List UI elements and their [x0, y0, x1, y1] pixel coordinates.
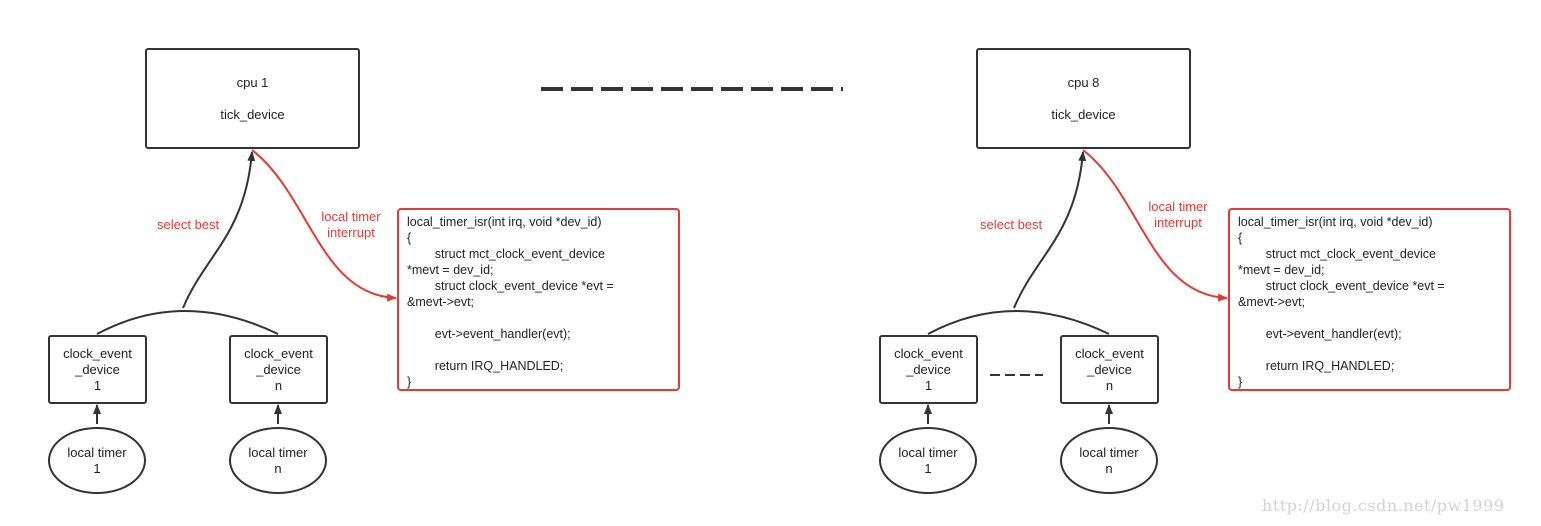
- local-timer-1-node: local timer 1: [879, 427, 977, 494]
- interrupt-label-line1: local timer: [321, 209, 381, 224]
- device-label-line1: clock_event: [1075, 345, 1144, 361]
- timer-label-line1: local timer: [67, 444, 127, 460]
- cpu-label: cpu 1: [236, 74, 269, 90]
- local-timer-1-node: local timer 1: [48, 427, 146, 494]
- select-best-arrow-right: [1013, 151, 1087, 309]
- interrupt-label-line2: interrupt: [327, 225, 375, 240]
- local-timer-n-node: local timer n: [229, 427, 327, 494]
- timer-label-line1: local timer: [898, 444, 958, 460]
- clock-event-device-1-node: clock_event _device 1: [48, 335, 147, 404]
- tick-device-label: tick_device: [1051, 106, 1116, 122]
- device-label-line2: _device: [75, 361, 120, 377]
- timer-label-line1: local timer: [1079, 444, 1139, 460]
- local-timer-isr-code-box: local_timer_isr(int irq, void *dev_id) {…: [397, 208, 680, 391]
- device-label-line3: n: [274, 377, 283, 393]
- timer-label-line2: 1: [924, 460, 932, 476]
- select-best-label: select best: [980, 217, 1043, 232]
- timer-label-line2: 1: [93, 460, 101, 476]
- select-best-arrow-left: [182, 151, 256, 309]
- merge-arc-right: [927, 310, 1110, 335]
- device-label-line2: _device: [906, 361, 951, 377]
- cpu-label: cpu 8: [1067, 74, 1100, 90]
- cpu8-tick-device-node: cpu 8 tick_device: [976, 48, 1191, 149]
- timer-label-line2: n: [1105, 460, 1113, 476]
- local-timer-isr-code-box: local_timer_isr(int irq, void *dev_id) {…: [1228, 208, 1511, 391]
- device-label-line2: _device: [1087, 361, 1132, 377]
- clock-event-device-n-node: clock_event _device n: [1060, 335, 1159, 404]
- local-timer-interrupt-label: local timer interrupt: [1141, 199, 1215, 231]
- watermark-url: http://blog.csdn.net/pw1999: [1262, 496, 1505, 515]
- merge-arc-left: [96, 310, 279, 335]
- local-timer-n-node: local timer n: [1060, 427, 1158, 494]
- select-best-label: select best: [157, 217, 220, 232]
- device-label-line2: _device: [256, 361, 301, 377]
- device-label-line3: n: [1105, 377, 1114, 393]
- timer-label-line2: n: [274, 460, 282, 476]
- clock-event-device-1-node: clock_event _device 1: [879, 335, 978, 404]
- interrupt-label-line1: local timer: [1148, 199, 1208, 214]
- tick-device-label: tick_device: [220, 106, 285, 122]
- device-label-line3: 1: [93, 377, 102, 393]
- clock-event-device-n-node: clock_event _device n: [229, 335, 328, 404]
- device-label-line1: clock_event: [63, 345, 132, 361]
- interrupt-arrow-left: [251, 149, 397, 302]
- device-label-line1: clock_event: [244, 345, 313, 361]
- device-label-line1: clock_event: [894, 345, 963, 361]
- interrupt-arrow-right: [1082, 149, 1228, 302]
- local-timer-interrupt-label: local timer interrupt: [314, 209, 388, 241]
- device-label-line3: 1: [924, 377, 933, 393]
- cpu1-tick-device-node: cpu 1 tick_device: [145, 48, 360, 149]
- interrupt-label-line2: interrupt: [1154, 215, 1202, 230]
- timer-label-line1: local timer: [248, 444, 308, 460]
